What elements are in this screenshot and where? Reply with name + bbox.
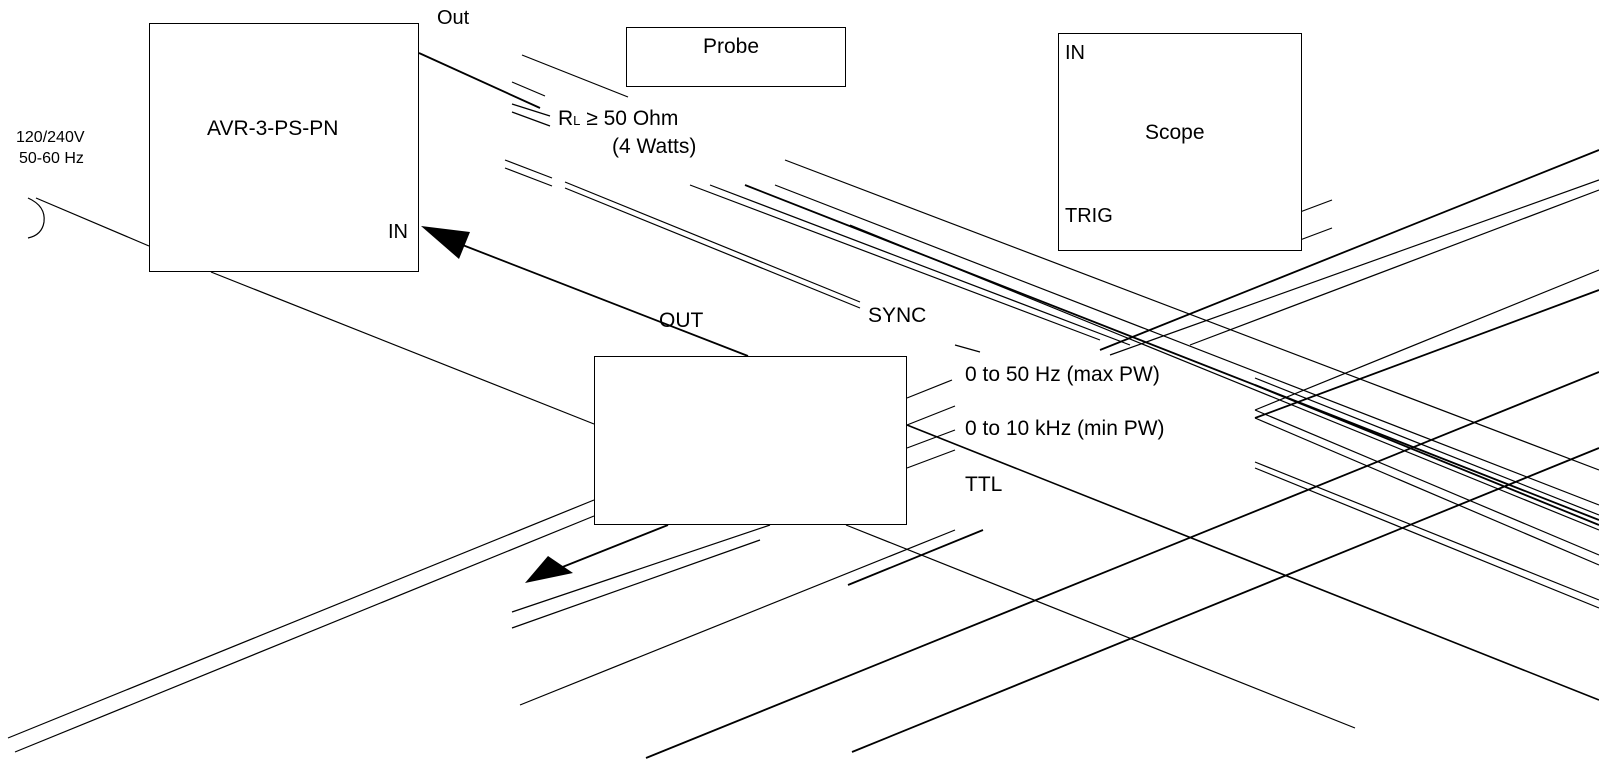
avr-title: AVR-3-PS-PN: [207, 117, 339, 140]
frequency-range-max-pw-label: 0 to 50 Hz (max PW): [965, 363, 1160, 386]
pulse-gen-bottom-arrowhead: [525, 556, 573, 583]
lower-left-line-2: [14, 515, 595, 753]
sync-line-b: [504, 167, 553, 187]
rise-line-1: [1099, 149, 1599, 351]
bundle-line-5: [784, 159, 1599, 471]
bundle-line-11: [1254, 461, 1599, 601]
scope-box: IN Scope TRIG: [1058, 33, 1302, 251]
power-frequency-label: 50-60 Hz: [19, 150, 84, 167]
lower-mid-line-1: [511, 524, 771, 613]
avr-bottom-line: [210, 271, 595, 425]
load-subscript: L: [573, 113, 581, 128]
scope-title: Scope: [1145, 121, 1205, 144]
scope-trig-line-b: [1299, 227, 1333, 241]
avr-output-line: [418, 52, 541, 109]
lower-mid-line-4: [847, 529, 984, 586]
sync-line-c: [564, 181, 861, 303]
bundle-line-1: [689, 184, 1101, 341]
avr-out-label: Out: [437, 7, 470, 29]
load-hatch-2: [511, 103, 551, 117]
scope-in-label: IN: [1065, 42, 1085, 64]
pulse-generator-out-label: OUT: [659, 309, 704, 332]
load-resistance-label: RL ≥ 50 Ohm: [558, 108, 678, 129]
bundle-line-6: [849, 224, 1599, 531]
stub-freq1-a: [906, 379, 953, 399]
stub-freq1-b: [954, 344, 981, 353]
load-value: 50 Ohm: [603, 107, 679, 130]
load-ge-symbol: ≥: [586, 107, 598, 130]
bundle-line-9: [1254, 409, 1599, 556]
power-plug-symbol: [27, 197, 45, 239]
avr-in-label: IN: [388, 221, 408, 243]
rise-line-2: [1109, 179, 1599, 356]
lower-left-line-1: [7, 499, 595, 739]
lower-mid-line-3: [519, 529, 956, 706]
probe-lead-line: [521, 54, 629, 98]
pulse-to-avr-line: [459, 243, 749, 357]
bundle-line-7: [1254, 377, 1599, 516]
pulse-gen-right-long-line: [906, 424, 1599, 701]
rise-line-6: [645, 371, 1599, 759]
pulse-gen-bottom-arrow-line: [559, 524, 669, 569]
bundle-line-10: [1254, 417, 1599, 566]
bundle-line-2: [709, 184, 1131, 346]
stub-freq2-a: [906, 405, 956, 426]
load-r-symbol: R: [558, 107, 574, 130]
probe-title: Probe: [703, 35, 760, 58]
sync-line-a: [504, 159, 553, 179]
load-power-label: (4 Watts): [612, 135, 697, 158]
pulse-gen-bottom-right-line: [845, 524, 1356, 729]
power-line: [35, 197, 150, 247]
bundle-line-8: [1254, 384, 1599, 526]
rise-line-3: [1189, 189, 1599, 346]
stub-ttl: [906, 449, 956, 469]
avr-box: AVR-3-PS-PN IN: [149, 23, 419, 272]
ttl-label: TTL: [965, 473, 1003, 496]
load-hatch-3: [511, 111, 551, 127]
power-voltage-label: 120/240V: [16, 129, 85, 146]
sync-label: SYNC: [868, 304, 927, 327]
probe-box: Probe: [626, 27, 846, 87]
stub-freq2-b: [906, 429, 956, 449]
rise-line-7: [851, 447, 1599, 753]
sync-line-d: [564, 187, 861, 309]
bundle-line-4: [774, 184, 1599, 506]
rise-line-4: [1254, 269, 1599, 411]
avr-input-arrowhead: [421, 226, 470, 259]
rise-line-5: [1254, 289, 1599, 419]
bundle-line-12: [1254, 467, 1599, 609]
frequency-range-min-pw-label: 0 to 10 kHz (min PW): [965, 417, 1165, 440]
lower-mid-line-2: [511, 539, 761, 629]
scope-trig-line-a: [1299, 199, 1333, 213]
pulse-generator-box: [594, 356, 907, 525]
load-hatch-1: [511, 81, 546, 97]
scope-trig-label: TRIG: [1065, 205, 1113, 227]
